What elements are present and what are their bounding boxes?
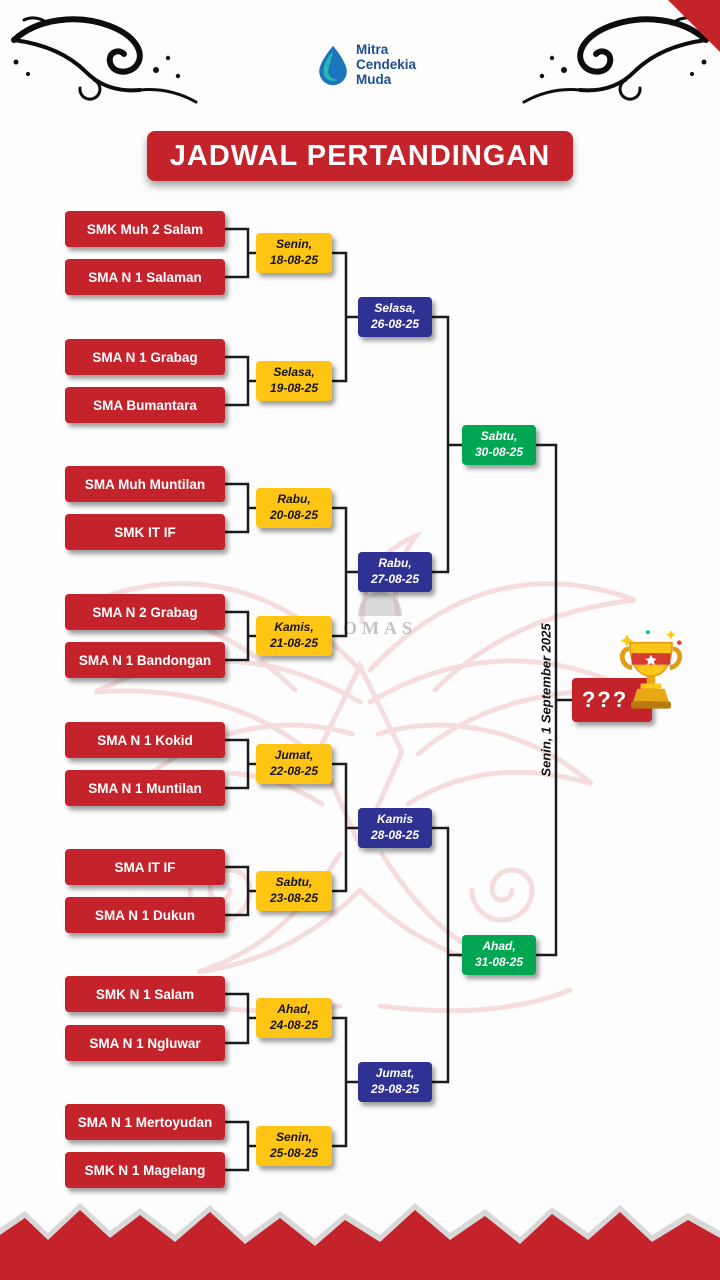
round1-date-box: Jumat, 22-08-25 [256,744,332,784]
match-day: Ahad, [277,1002,311,1017]
match-date: 23-08-25 [269,891,319,905]
match-day: Kamis [376,812,414,827]
match-day: Rabu, [378,556,412,571]
team-box: SMA N 1 Kokid [65,722,225,758]
match-day: Sabtu, [275,875,313,890]
round1-date-box: Sabtu, 23-08-25 [256,871,332,911]
final-date-label: Senin, 1 September 2025 [538,623,554,777]
logo-droplet-icon [319,45,347,85]
team-box: SMA N 2 Grabag [65,594,225,630]
emblem-text: OMAS [343,618,417,638]
match-date: 20-08-25 [269,508,319,522]
round1-date-box: Kamis, 21-08-25 [256,616,332,656]
match-date: 24-08-25 [269,1018,319,1032]
trophy-icon [619,630,683,709]
match-date: 31-08-25 [474,955,524,969]
team-box: SMK IT IF [65,514,225,550]
team-box: SMA Bumantara [65,387,225,423]
quarterfinal-date-box: Kamis 28-08-25 [358,808,432,848]
match-day: Selasa, [273,365,315,380]
round1-date-box: Senin, 18-08-25 [256,233,332,273]
team-box: SMA N 1 Muntilan [65,770,225,806]
team-box: SMA IT IF [65,849,225,885]
team-box: SMA N 1 Salaman [65,259,225,295]
round1-date-box: Selasa, 19-08-25 [256,361,332,401]
team-box: SMA N 1 Ngluwar [65,1025,225,1061]
team-box: SMA N 1 Grabag [65,339,225,375]
match-date: 28-08-25 [370,828,420,842]
round1-date-box: Senin, 25-08-25 [256,1126,332,1166]
match-date: 27-08-25 [370,572,420,586]
match-day: Rabu, [277,492,311,507]
team-box: SMK N 1 Salam [65,976,225,1012]
match-date: 19-08-25 [269,381,319,395]
match-date: 22-08-25 [269,764,319,778]
match-date: 18-08-25 [269,253,319,267]
team-box: SMA N 1 Mertoyudan [65,1104,225,1140]
match-day: Senin, [275,1130,312,1145]
flourish-left-icon [11,16,198,104]
match-date: 21-08-25 [269,636,319,650]
team-box: SMA Muh Muntilan [65,466,225,502]
match-date: 26-08-25 [370,317,420,331]
torn-paper-edge [0,1203,720,1280]
match-day: Kamis, [274,620,314,635]
corner-red-triangle [668,0,720,52]
quarterfinal-date-box: Selasa, 26-08-25 [358,297,432,337]
semifinal-date-box: Sabtu, 30-08-25 [462,425,536,465]
match-day: Ahad, [482,939,516,954]
logo-text-line3: Muda [356,72,392,88]
logo-text-line2: Cendekia [356,57,417,73]
team-box: SMK N 1 Magelang [65,1152,225,1188]
background-emblem: OMAS [325,592,435,639]
match-day: Jumat, [375,1066,415,1081]
quarterfinal-date-box: Rabu, 27-08-25 [358,552,432,592]
logo-text-line1: Mitra [356,42,389,57]
round1-date-box: Rabu, 20-08-25 [256,488,332,528]
match-day: Jumat, [274,748,314,763]
match-day: Senin, [275,237,312,252]
team-box: SMA N 1 Bandongan [65,642,225,678]
match-day: Selasa, [374,301,416,316]
logo-text: Mitra Cendekia Muda [356,42,416,87]
match-day: Sabtu, [480,429,518,444]
quarterfinal-date-box: Jumat, 29-08-25 [358,1062,432,1102]
round1-date-box: Ahad, 24-08-25 [256,998,332,1038]
match-date: 25-08-25 [269,1146,319,1160]
team-box: SMA N 1 Dukun [65,897,225,933]
match-date: 30-08-25 [474,445,524,459]
team-box: SMK Muh 2 Salam [65,211,225,247]
semifinal-date-box: Ahad, 31-08-25 [462,935,536,975]
page-title: JADWAL PERTANDINGAN [147,131,573,181]
logo: Mitra Cendekia Muda [316,42,416,87]
match-date: 29-08-25 [370,1082,420,1096]
